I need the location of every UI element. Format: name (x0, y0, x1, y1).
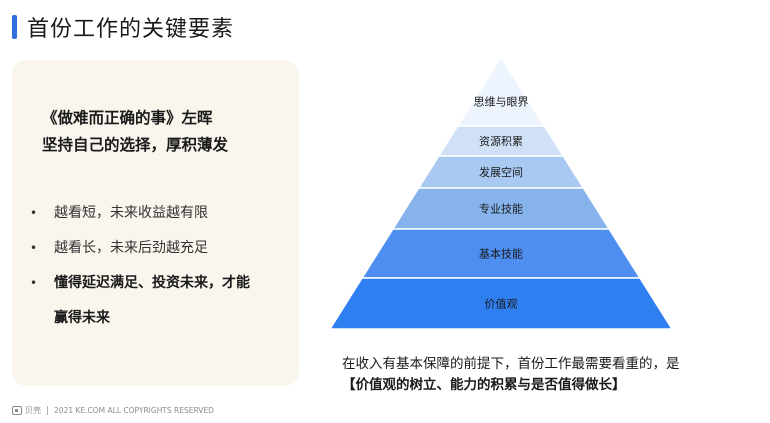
bullet-text: 越看短，未来收益越有限 (54, 205, 208, 221)
bullet-marker: • (30, 276, 38, 290)
pyramid-layer-label-3: 发展空间 (479, 165, 523, 179)
brand-logo-icon (12, 405, 22, 415)
bullet-marker: • (30, 206, 38, 220)
bullet-marker: • (30, 241, 38, 255)
bullet-item-1: • 越看短，未来收益越有限 (30, 203, 208, 223)
caption-line-1: 在收入有基本保障的前提下，首份工作最需要看重的，是 (342, 356, 680, 372)
pyramid-layer-label-6: 价值观 (485, 298, 518, 311)
footer-copyright: 2021 KE.COM ALL COPYRIGHTS RESERVED (54, 405, 214, 415)
title-accent-bar (12, 15, 17, 39)
bullet-item-2: • 越看长，未来后劲越充足 (30, 238, 208, 258)
footer: 贝壳 2021 KE.COM ALL COPYRIGHTS RESERVED (12, 403, 214, 417)
book-quote-line-1: 《做难而正确的事》左晖 (42, 109, 213, 127)
pyramid-layer-6 (328, 277, 674, 330)
pyramid-layer-label-2: 资源积累 (479, 134, 523, 148)
page-title: 首份工作的关键要素 (27, 17, 235, 42)
pyramid-layer-label-5: 基本技能 (479, 247, 523, 261)
quote-card: 《做难而正确的事》左晖 坚持自己的选择，厚积薄发 • 越看短，未来收益越有限 •… (12, 60, 299, 386)
bullet-text: 懂得延迟满足、投资未来，才能 (54, 275, 250, 291)
bullet-item-3: • 懂得延迟满足、投资未来，才能 (30, 273, 250, 293)
footer-brand: 贝壳 (25, 405, 41, 415)
title-bar: 首份工作的关键要素 (12, 12, 234, 42)
bullet-text: 越看长，未来后劲越充足 (54, 240, 208, 256)
pyramid-layer-label-1: 思维与眼界 (474, 96, 529, 109)
bullet-item-3-continuation: 赢得未来 (54, 310, 110, 326)
pyramid-layer-label-4: 专业技能 (479, 202, 523, 216)
pyramid-layer-1 (456, 55, 546, 127)
caption-line-2: 【价值观的树立、能力的积累与是否值得做长】 (342, 377, 626, 393)
book-quote-line-2: 坚持自己的选择，厚积薄发 (42, 136, 229, 154)
footer-divider (47, 405, 48, 415)
